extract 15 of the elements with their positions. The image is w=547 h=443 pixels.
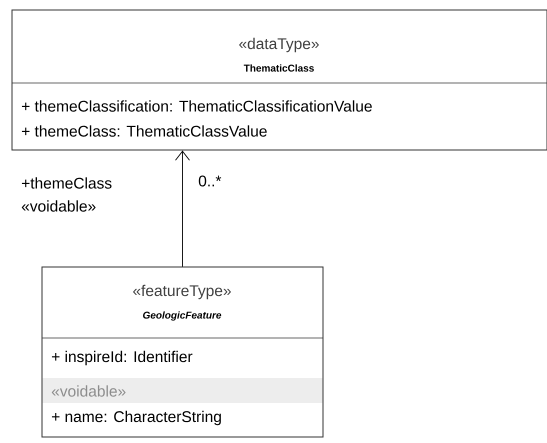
class-box [42,266,324,438]
association-arrow [175,150,190,267]
class-name: ThematicClass [244,64,314,72]
class-name: GeologicFeature [143,311,222,321]
role-label: «voidable» [22,200,96,212]
attribute-text: + themeClass: ThematicClassValue [22,125,267,137]
role-label: +themeClass [22,177,112,189]
multiplicity-label: 0..* [198,176,222,186]
stereotype-label: «featureType» [133,284,231,300]
attribute-text: + themeClassification: ThematicClassificationValue [22,100,372,112]
stereotype-label: «dataType» [239,38,319,52]
class-box [12,10,547,150]
stereotype-label: «voidable» [52,385,126,397]
attribute-text: + name: CharacterString [52,410,221,426]
attribute-text: + inspireId: Identifier [52,350,192,366]
